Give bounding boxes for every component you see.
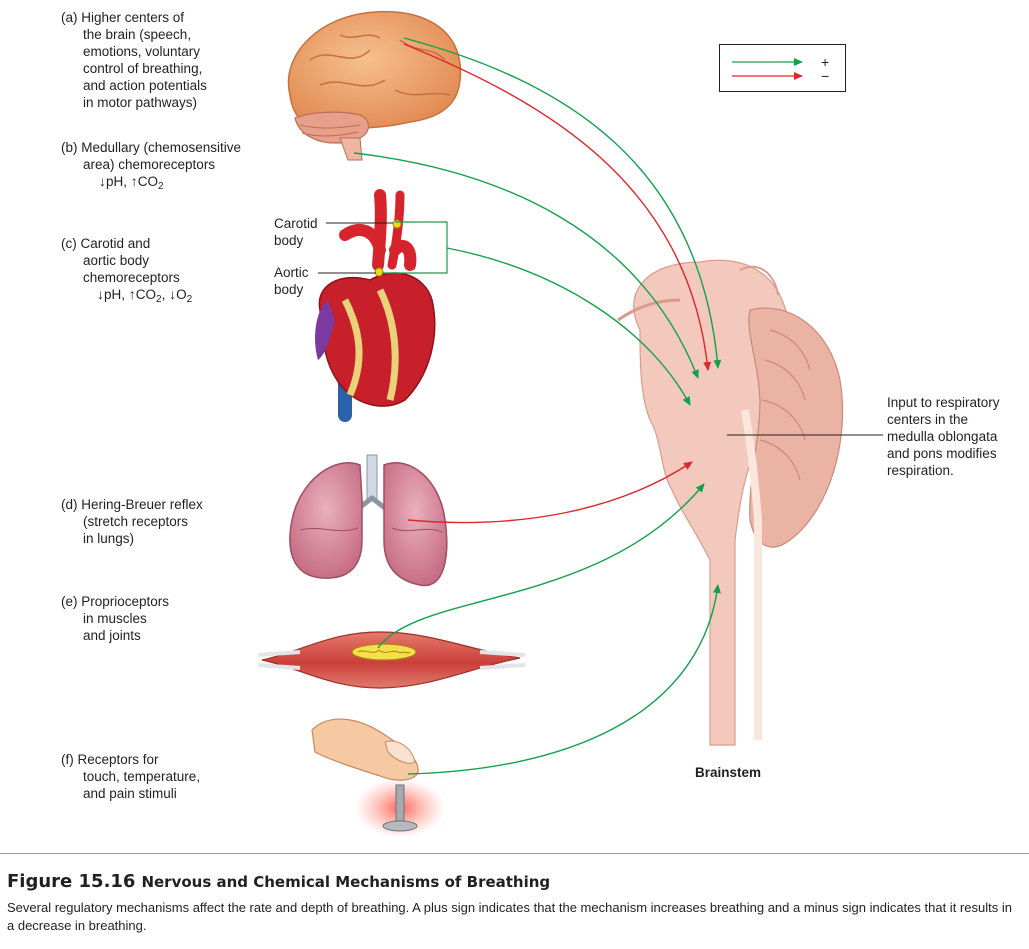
carotid-body-label: Carotid body — [274, 215, 318, 249]
ph-text: pH, — [104, 287, 126, 302]
arrow-higher-centers-minus — [403, 43, 712, 371]
carotid-aortic-bracket — [382, 221, 448, 274]
down-arrow-icon: ↓ — [169, 286, 177, 302]
brainstem-illustration — [617, 259, 844, 746]
label-proprioceptors: (e) Proprioceptors in muscles and joints — [61, 593, 169, 644]
arrow-higher-centers-plus — [403, 37, 722, 369]
label-higher-centers: (a) Higher centers of the brain (speech,… — [61, 9, 207, 111]
label-b-chemistry: ↓pH, ↑CO2 — [61, 173, 241, 192]
label-a-line: the brain (speech, — [83, 27, 192, 42]
aortic-label-line: Aortic — [274, 265, 309, 280]
label-a-line: (a) Higher centers of — [61, 10, 185, 25]
up-arrow-icon: ↑ — [128, 286, 136, 302]
arrow-hering-breuer-minus — [407, 461, 693, 524]
label-f-line: touch, temperature, — [83, 769, 201, 784]
pathway-arrows — [353, 37, 722, 775]
label-c-line: (c) Carotid and — [61, 236, 151, 251]
up-arrow-icon: ↑ — [130, 173, 138, 189]
label-hering-breuer-reflex: (d) Hering-Breuer reflex (stretch recept… — [61, 496, 203, 547]
label-e-line: (e) Proprioceptors — [61, 594, 170, 609]
figure-caption-text: Several regulatory mechanisms affect the… — [7, 900, 1012, 933]
o2-text: O — [176, 287, 187, 302]
label-carotid-aortic-chemoreceptors: (c) Carotid and aortic body chemorecepto… — [61, 235, 193, 305]
arrow-proprioceptors-plus — [377, 483, 705, 649]
input-label-line: respiration. — [887, 463, 954, 478]
label-d-line: (d) Hering-Breuer reflex — [61, 497, 203, 512]
co2-text: CO — [135, 287, 157, 302]
figure-illustration — [257, 10, 883, 838]
label-c-chemistry: ↓pH, ↑CO2, ↓O2 — [61, 286, 193, 305]
figure-heading: Nervous and Chemical Mechanisms of Breat… — [141, 873, 551, 891]
brainstem-label: Brainstem — [695, 765, 762, 780]
label-medullary-chemoreceptors: (b) Medullary (chemosensitive area) chem… — [61, 139, 242, 192]
label-e-line: and joints — [83, 628, 141, 643]
input-label-line: Input to respiratory — [887, 395, 1000, 410]
lungs-illustration — [289, 454, 448, 587]
label-a-line: control of breathing, — [83, 61, 203, 76]
label-c-line: chemoreceptors — [83, 270, 180, 285]
aortic-label-line: body — [274, 282, 304, 297]
label-c-line: aortic body — [83, 253, 150, 268]
input-label-line: and pons modifies — [887, 446, 997, 461]
figure-title: Figure 15.16 Nervous and Chemical Mechani… — [7, 871, 550, 893]
separator: , — [161, 287, 166, 302]
subscript: 2 — [186, 294, 193, 305]
down-arrow-icon: ↓ — [97, 286, 104, 302]
label-a-line: in motor pathways) — [83, 95, 198, 110]
respiratory-centers-label: Input to respiratory centers in the medu… — [887, 394, 1000, 479]
arrow-medullary-plus — [353, 152, 699, 379]
caption-divider — [0, 853, 1029, 854]
label-touch-receptors: (f) Receptors for touch, temperature, an… — [61, 751, 200, 802]
aortic-body-label: Aortic body — [274, 264, 309, 298]
arrow-carotid-aortic-plus — [446, 247, 691, 406]
input-label-line: centers in the — [887, 412, 969, 427]
label-f-line: and pain stimuli — [83, 786, 177, 801]
label-e-line: in muscles — [83, 611, 147, 626]
subscript: 2 — [158, 181, 164, 192]
ph-text: pH, — [106, 174, 128, 189]
arrow-touch-plus — [407, 584, 721, 775]
label-b-line: area) chemoreceptors — [83, 157, 216, 172]
carotid-label-line: Carotid — [274, 216, 318, 231]
input-label-line: medulla oblongata — [887, 429, 998, 444]
carotid-label-line: body — [274, 233, 304, 248]
heart-illustration — [315, 189, 436, 422]
down-arrow-icon: ↓ — [99, 173, 106, 189]
muscle-illustration — [257, 631, 526, 689]
legend-plus-sign: + — [821, 54, 830, 70]
subscript: 2 — [156, 294, 162, 305]
figure-number: Figure 15.16 — [7, 871, 136, 892]
label-d-line: in lungs) — [83, 531, 135, 546]
legend-minus-sign: − — [821, 68, 830, 84]
label-d-line: (stretch receptors — [83, 514, 189, 529]
legend-lines — [732, 58, 803, 80]
brain-illustration — [287, 10, 462, 161]
label-b-line: (b) Medullary (chemosensitive — [61, 140, 242, 155]
label-a-line: and action potentials — [83, 78, 207, 93]
legend: + − — [719, 44, 846, 92]
finger-touch-illustration — [311, 718, 445, 838]
label-a-line: emotions, voluntary — [83, 44, 201, 59]
label-f-line: (f) Receptors for — [61, 752, 159, 767]
co2-text: CO — [137, 174, 159, 189]
